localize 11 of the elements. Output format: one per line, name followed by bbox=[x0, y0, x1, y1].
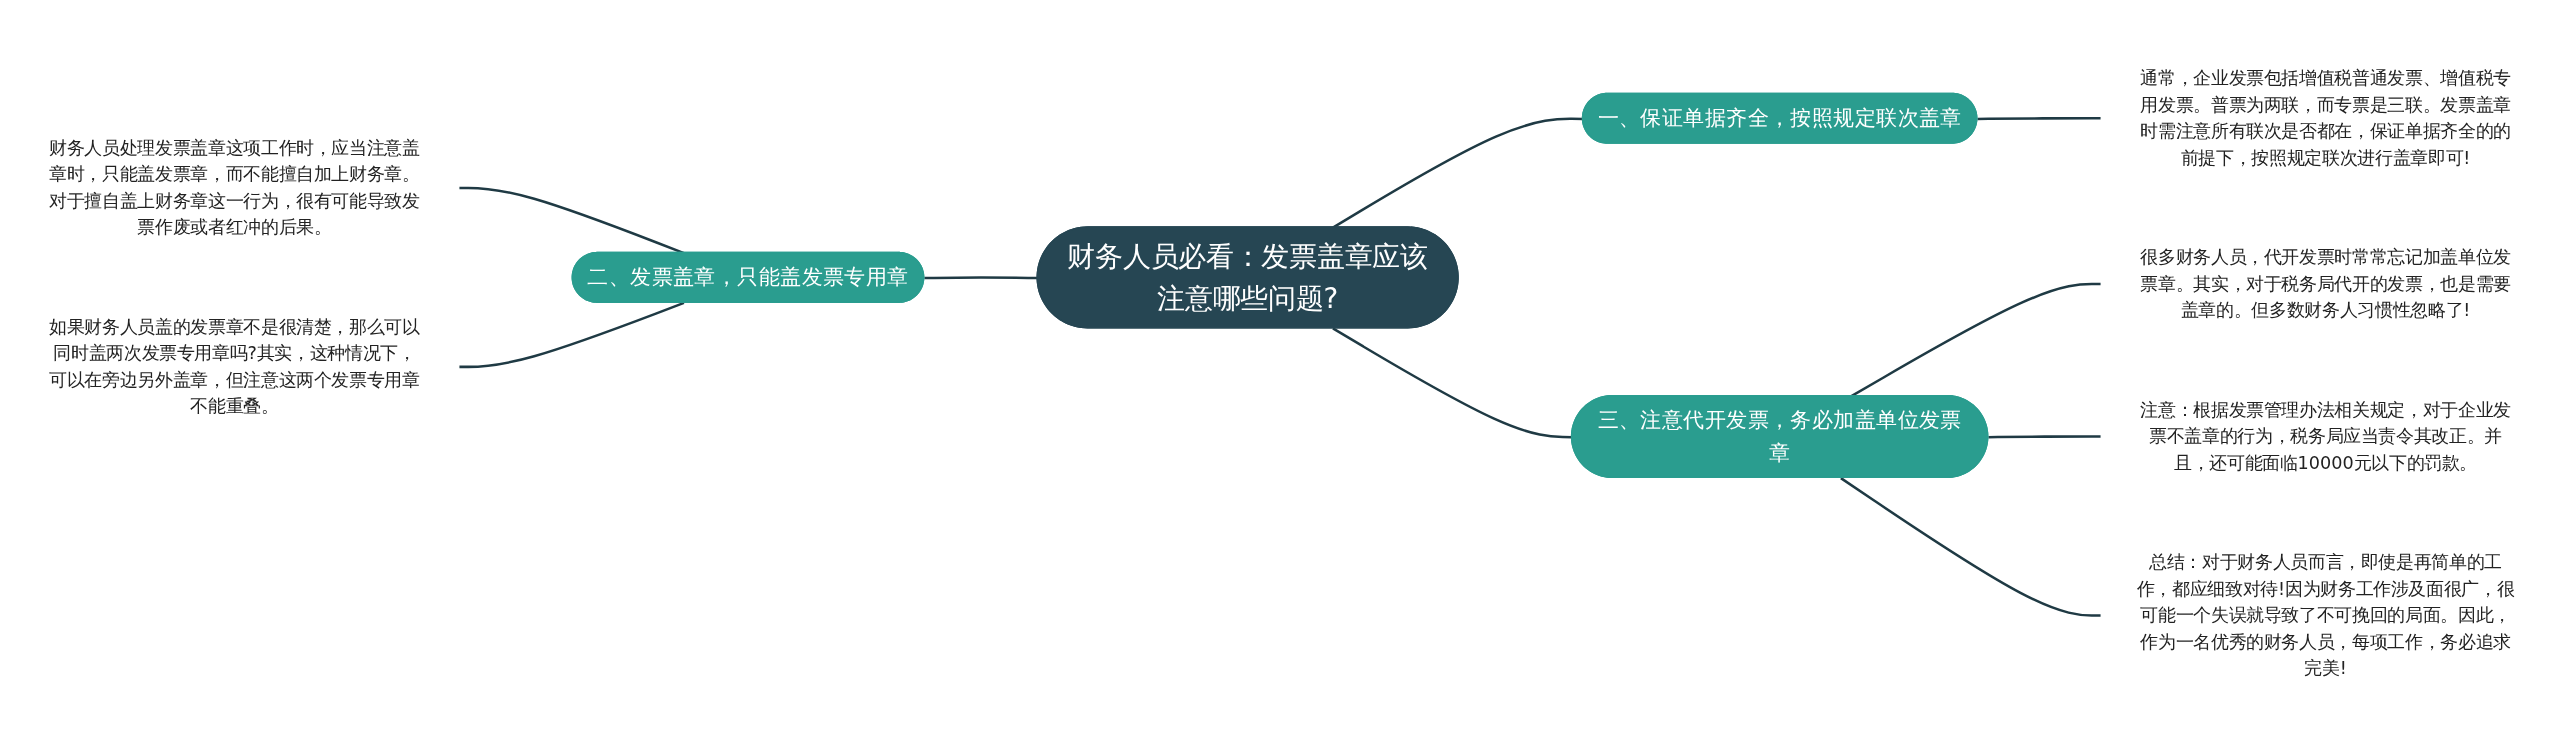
node-text: 如果财务人员盖的发票章不是很清楚，那么可以同时盖两次发票专用章吗?其实，这种情况下，可以在旁边另外盖章，但注意这两个发票专用章不能重叠。 bbox=[49, 316, 420, 417]
connector bbox=[1977, 117, 2102, 121]
connector bbox=[458, 301, 685, 369]
node-text: 通常，企业发票包括增值税普通发票、增值税专用发票。普票为两联，而专票是三联。发票盖章时需注意所有联次是否都在，保证单据齐全的的前提下，按照规定联次进行盖章即可! bbox=[2140, 67, 2511, 168]
node-text: 注意：根据发票管理办法相关规定，对于企业发票不盖章的行为，税务局应当责令其改正。并且，还可能面临10000元以下的罚款。 bbox=[2140, 399, 2511, 473]
connector bbox=[1840, 477, 2102, 617]
node-text: 总结：对于财务人员而言，即使是再简单的工作，都应细致对待!因为财务工作涉及面很广，很可能一个失误就导致了不可挽回的局面。因此，作为一名优秀的财务人员，每项工作，务必追求完美! bbox=[2136, 551, 2515, 678]
connector bbox=[1988, 435, 2102, 439]
connector bbox=[924, 276, 1038, 280]
node-text: 财务人员处理发票盖章这项工作时，应当注意盖章时，只能盖发票章，而不能擅自加上财务章。对于擅自盖上财务章这一行为，很有可能导致发票作废或者红冲的后果。 bbox=[49, 137, 420, 238]
node-text: 很多财务人员，代开发票时常常忘记加盖单位发票章。其实，对于税务局代开的发票，也是需要盖章的。但多数财务人习惯性忽略了! bbox=[2140, 246, 2511, 320]
